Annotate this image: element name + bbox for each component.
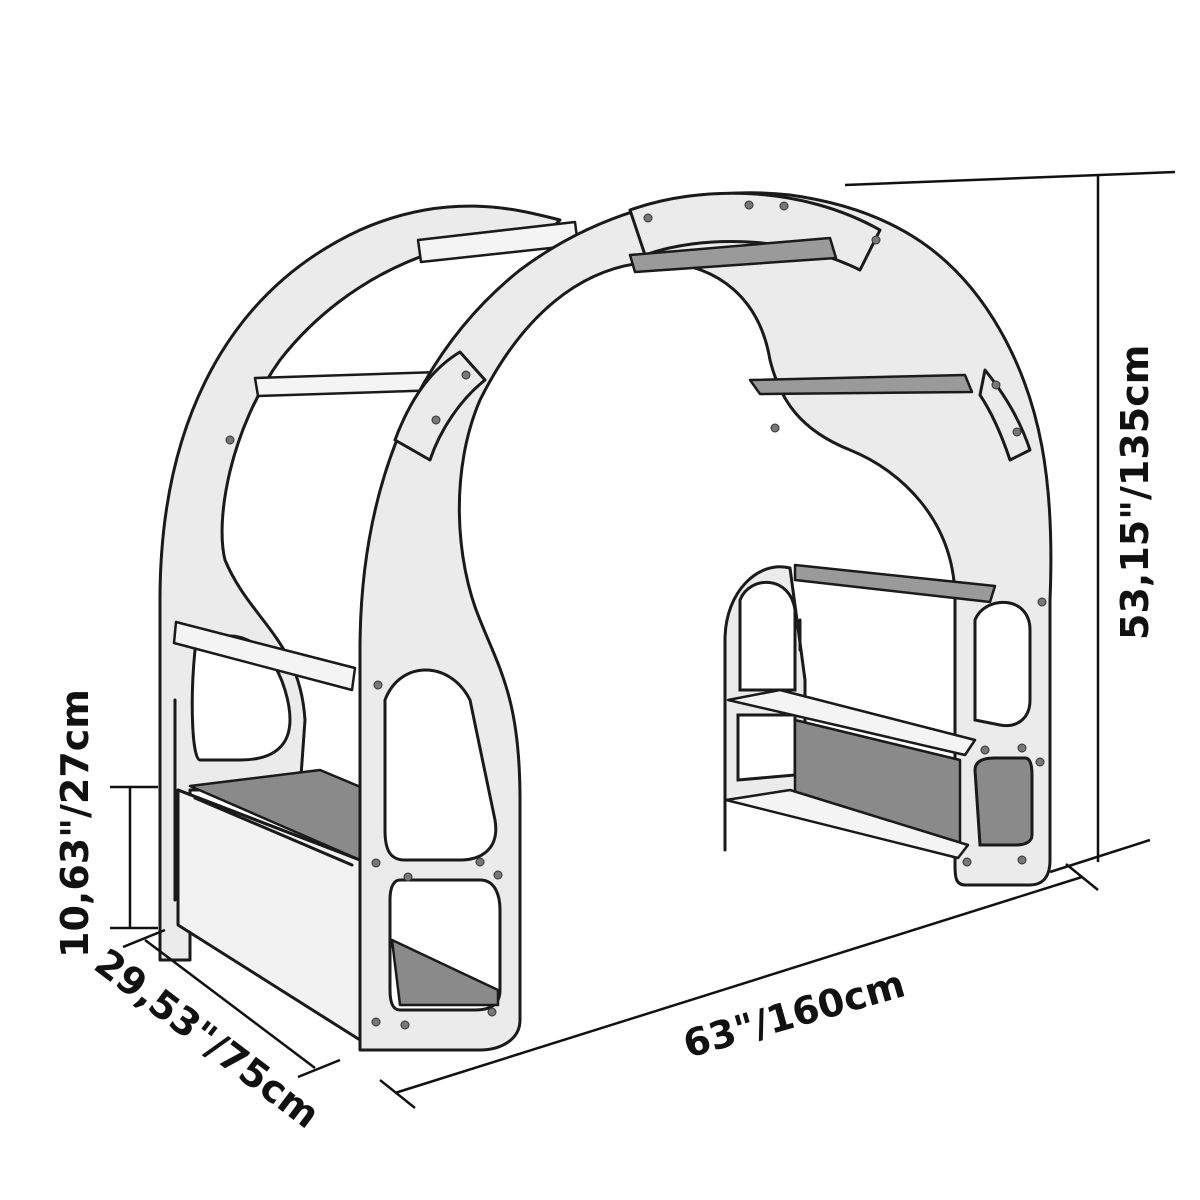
height-label: 53,15"/135cm: [1113, 345, 1157, 640]
back-bars: [172, 220, 580, 692]
seat-height-dimension: 10,63"/27cm: [53, 689, 158, 958]
height-dimension: 53,15"/135cm: [844, 170, 1176, 874]
width-label: 63"/160cm: [678, 962, 909, 1067]
front-arch: [358, 191, 1053, 1052]
seat-height-label: 10,63"/27cm: [53, 689, 97, 958]
right-shelf-unit: [628, 236, 1034, 860]
bolts: [225, 200, 1047, 1030]
